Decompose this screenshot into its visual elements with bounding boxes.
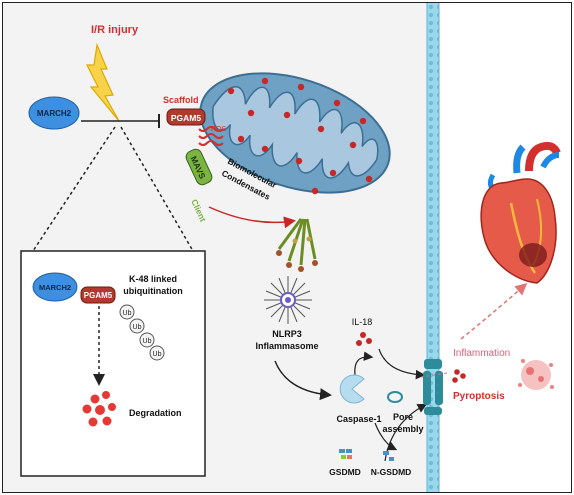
nlrp3-label-line2: Inflammasome <box>255 341 318 351</box>
pgam5-inset-protein: PGAM5 <box>80 286 116 304</box>
k48-label-line2: ubiquitination <box>123 286 182 296</box>
pyroptosis-label: Pyroptosis <box>453 391 505 402</box>
pgam5-inset-label: PGAM5 <box>84 291 113 300</box>
gsdmd-label: GSDMD <box>329 467 361 477</box>
ubiquitin-chain: Ub Ub Ub Ub <box>119 304 165 361</box>
il18-release-arrow <box>378 348 426 380</box>
mavs-protein: MAVS <box>185 148 213 186</box>
gsdmd-icon <box>339 449 352 459</box>
n-gsdmd-label: N-GSDMD <box>371 467 412 477</box>
pyroptotic-cell-icon <box>518 359 554 390</box>
heart-icon <box>480 141 561 284</box>
march2-inset-protein: MARCH2 <box>32 272 78 302</box>
pore-label-line1: Pore <box>393 412 413 422</box>
pgam5-label: PGAM5 <box>171 113 202 123</box>
scaffold-label: Scaffold <box>163 95 199 105</box>
degradation-label: Degradation <box>129 408 182 418</box>
ros-label: ROS <box>211 126 227 133</box>
caspase1-label: Caspase-1 <box>336 414 381 424</box>
condensate-squiggles <box>198 126 224 146</box>
pathway-diagram: I/R injury MARCH2 MARCH2 PGAM5 K-48 link… <box>3 3 561 492</box>
cell-membrane <box>426 3 440 492</box>
inflammation-to-heart-arrow <box>460 283 528 340</box>
k48-label-line1: K-48 linked <box>129 274 177 284</box>
pore-label-line2: assembly <box>382 424 423 434</box>
il18-maturation-arrow <box>354 351 374 376</box>
mitochondrion <box>199 72 391 194</box>
nlrp3-to-caspase-arrow <box>274 360 332 401</box>
inflammation-link <box>420 372 448 378</box>
ub-label: Ub <box>153 351 162 358</box>
ub-label: Ub <box>143 338 152 345</box>
march2-inset-label: MARCH2 <box>39 283 71 292</box>
ir-injury-label: I/R injury <box>91 24 139 36</box>
il18-particles <box>356 332 372 346</box>
zoom-line-left <box>32 126 116 252</box>
il18-label: IL-18 <box>352 317 373 327</box>
degradation-fragments <box>82 391 116 427</box>
mavs-filaments <box>276 218 318 272</box>
march2-label: MARCH2 <box>37 109 72 118</box>
inhibition-line <box>81 114 160 128</box>
condensate-arrow <box>208 206 296 229</box>
gsdmd-membrane-pore <box>423 359 443 415</box>
n-gsdmd-icon <box>383 451 394 461</box>
march2-protein: MARCH2 <box>28 96 80 130</box>
nlrp3-inflammasome-icon <box>264 276 312 324</box>
caspase1-icon <box>339 374 365 404</box>
inflammation-particles <box>452 369 466 383</box>
caspase-cleavage-arrow <box>374 422 398 451</box>
ros-particles <box>227 77 373 195</box>
pgam5-protein: PGAM5 <box>166 108 206 126</box>
ub-label: Ub <box>123 310 132 317</box>
nlrp3-label-line1: NLRP3 <box>272 329 302 339</box>
pore-ring-icon <box>387 391 403 403</box>
ub-label: Ub <box>133 324 142 331</box>
inflammation-label: Inflammation <box>453 348 510 359</box>
